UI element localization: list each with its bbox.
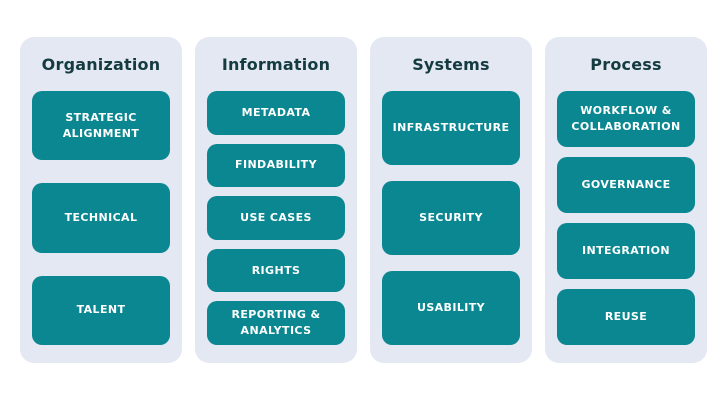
card-metadata: METADATA: [207, 91, 345, 135]
card-workflow-collaboration: WORKFLOW & COLLABORATION: [557, 91, 695, 147]
card-use-cases: USE CASES: [207, 196, 345, 240]
column-title: Process: [590, 55, 662, 74]
card-infrastructure: INFRASTRUCTURE: [382, 91, 520, 165]
card-integration: INTEGRATION: [557, 223, 695, 279]
card-reporting-analytics: REPORTING & ANALYTICS: [207, 301, 345, 345]
column-cards: WORKFLOW & COLLABORATION GOVERNANCE INTEGR…: [557, 91, 695, 345]
panel-information: Information METADATA FINDABILITY USE CASES…: [195, 37, 357, 363]
column-title: Systems: [412, 55, 490, 74]
card-governance: GOVERNANCE: [557, 157, 695, 213]
card-strategic-alignment: STRATEGIC ALIGNMENT: [32, 91, 170, 161]
column-title: Organization: [41, 55, 161, 74]
card-reuse: REUSE: [557, 289, 695, 345]
card-rights: RIGHTS: [207, 248, 345, 293]
card-talent: TALENT: [32, 275, 170, 345]
panel-organization: Organization STRATEGIC ALIGNMENT TECHNICA…: [20, 37, 182, 363]
column-cards: STRATEGIC ALIGNMENT TECHNICAL TALENT: [32, 91, 170, 345]
panel-systems: Systems INFRASTRUCTURE SECURITY USABILITY: [370, 37, 532, 363]
column-cards: INFRASTRUCTURE SECURITY USABILITY: [382, 91, 520, 345]
card-findability: FINDABILITY: [207, 143, 345, 188]
column-cards: METADATA FINDABILITY USE CASES RIGHTS REPORT…: [207, 91, 345, 345]
card-security: SECURITY: [382, 181, 520, 255]
card-technical: TECHNICAL: [32, 183, 170, 253]
panel-process: Process WORKFLOW & COLLABORATION GOVERNAN…: [545, 37, 707, 363]
column-title: Information: [221, 55, 331, 74]
card-usability: USABILITY: [382, 271, 520, 345]
